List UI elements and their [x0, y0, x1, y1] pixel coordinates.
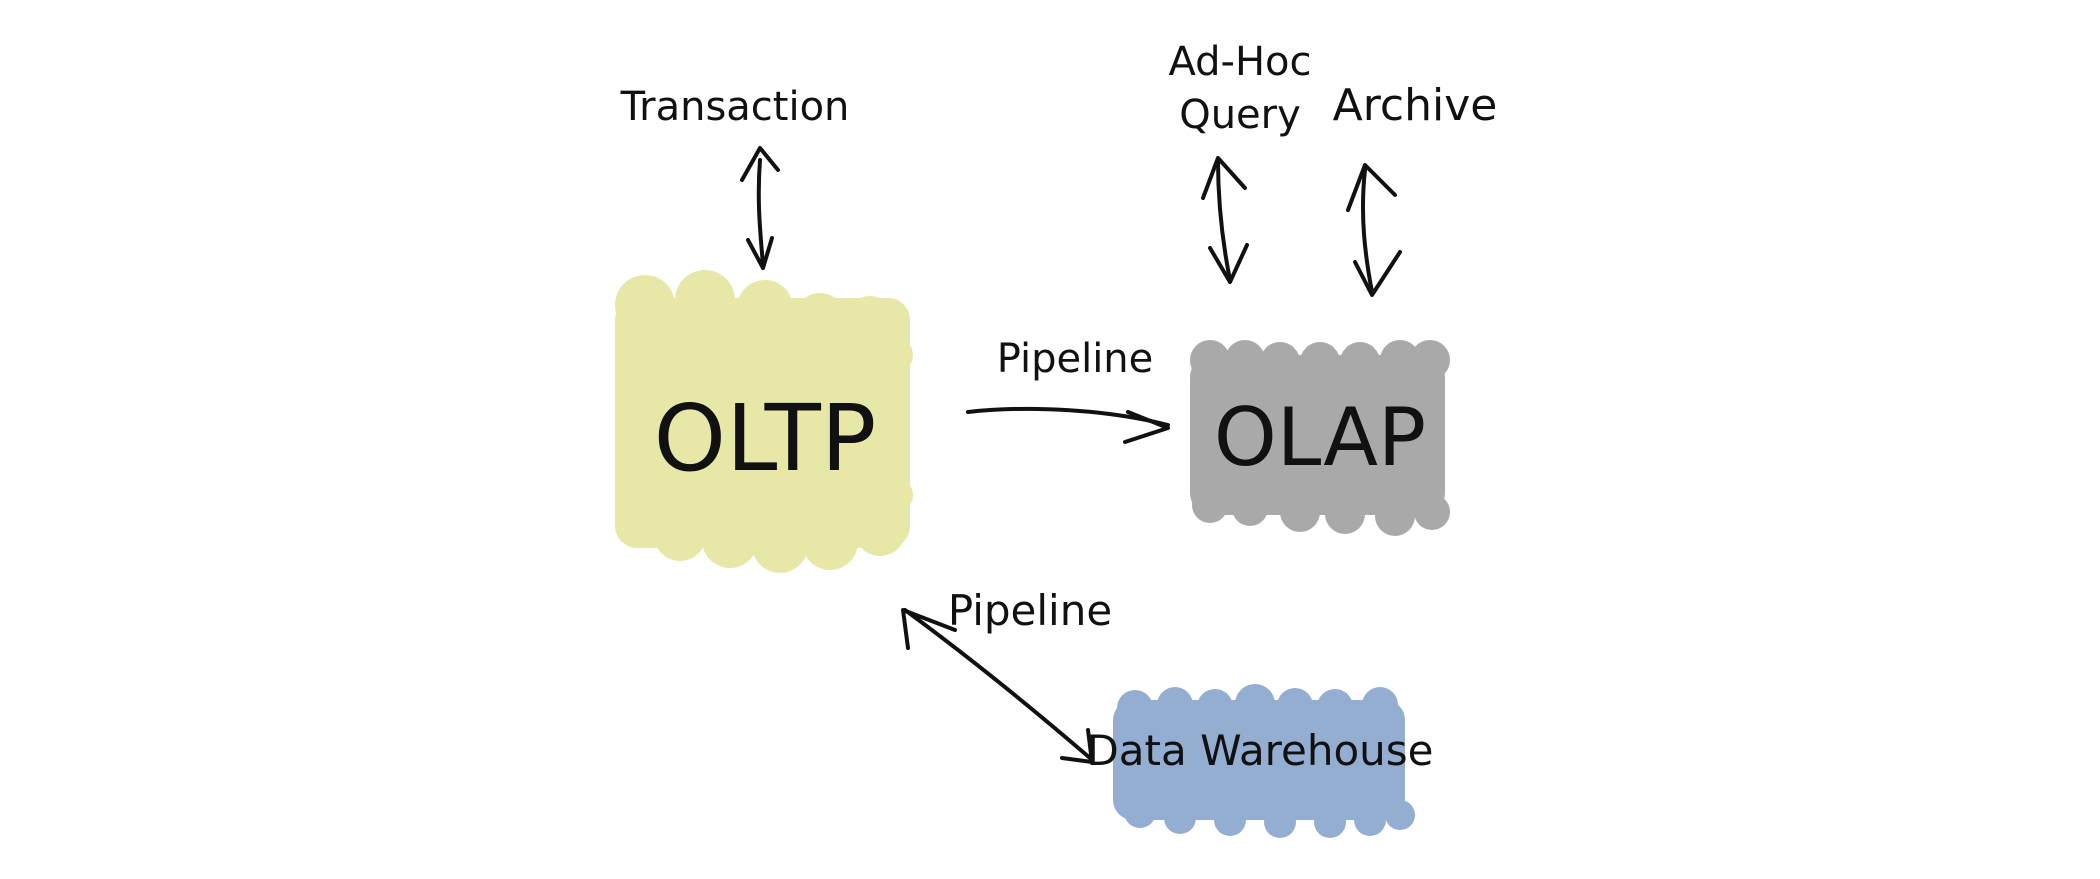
olap-blob	[1190, 340, 1450, 536]
olap-node: OLAP	[1190, 340, 1450, 536]
data-warehouse-blob	[1113, 684, 1415, 838]
pipeline-oltp-warehouse-label: Pipeline	[948, 586, 1112, 635]
adhoc-label-line1: Ad-Hoc	[1168, 39, 1311, 85]
transaction-label: Transaction	[620, 84, 850, 130]
oltp-warehouse-arrow	[901, 608, 1094, 764]
olap-label: OLAP	[1214, 391, 1426, 484]
adhoc-olap-arrow	[1201, 156, 1249, 284]
data-warehouse-node: Data Warehouse	[1086, 684, 1434, 838]
oltp-olap-arrow	[966, 406, 1170, 444]
data-warehouse-label: Data Warehouse	[1086, 726, 1433, 775]
adhoc-label-line2: Query	[1179, 92, 1301, 138]
archive-olap-arrow	[1346, 163, 1402, 297]
pipeline-oltp-olap-label: Pipeline	[997, 336, 1154, 382]
transaction-oltp-arrow	[740, 146, 780, 270]
oltp-node: OLTP	[615, 270, 913, 573]
oltp-label: OLTP	[654, 385, 877, 492]
oltp-blob	[615, 270, 913, 573]
archive-label: Archive	[1333, 80, 1498, 131]
